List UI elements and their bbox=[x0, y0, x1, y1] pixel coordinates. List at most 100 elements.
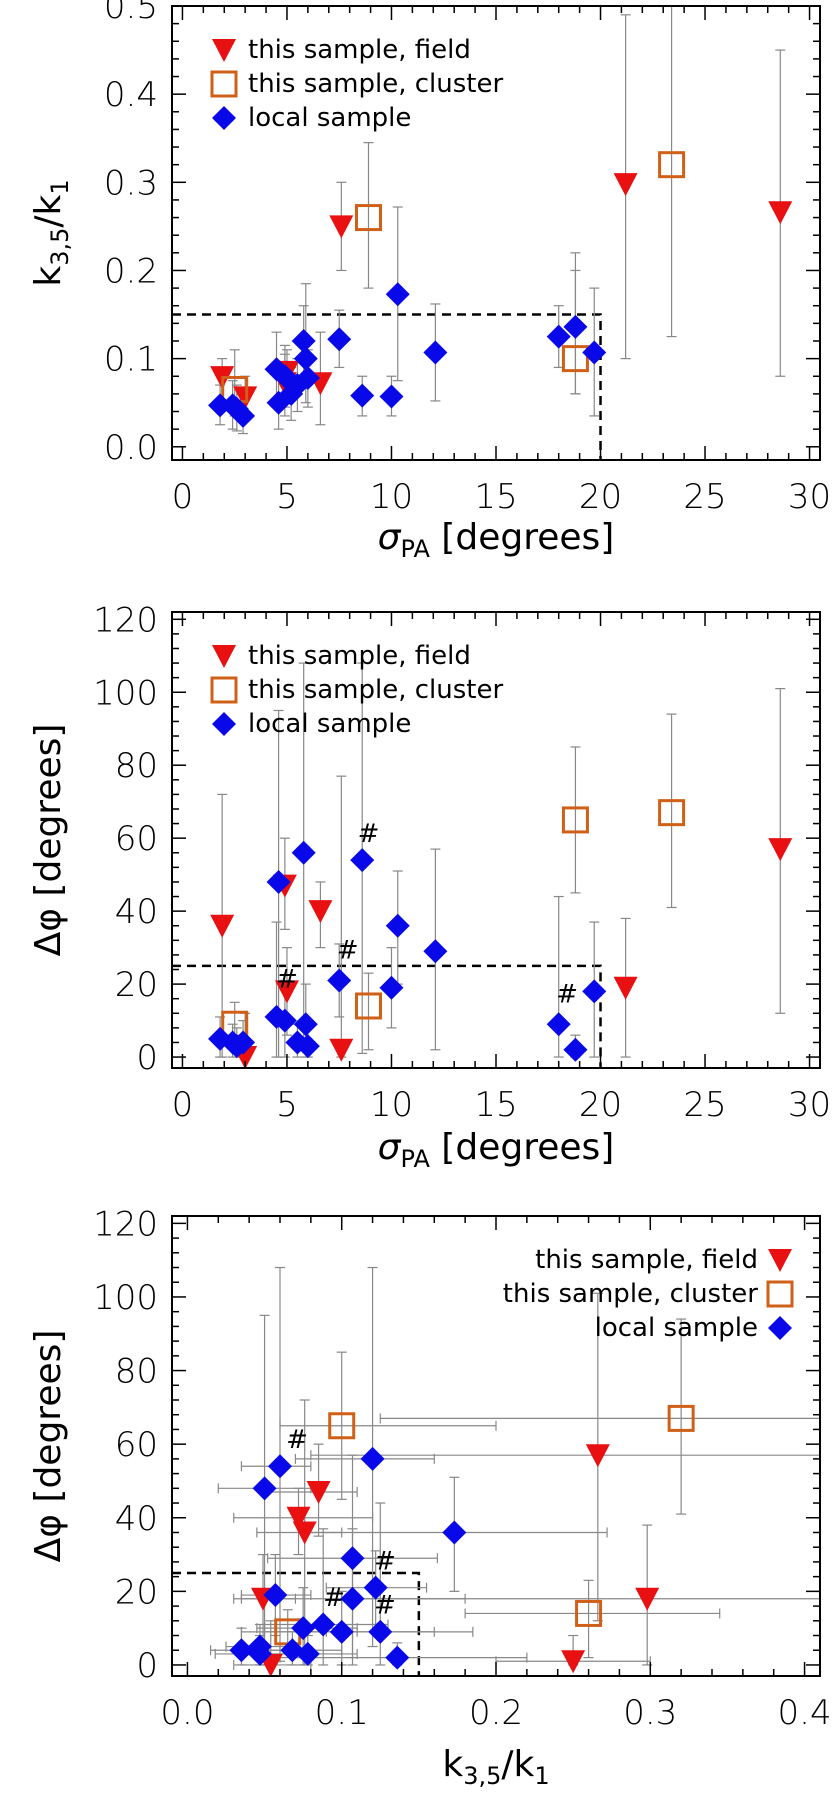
hash-annotation: # bbox=[286, 1425, 308, 1455]
field-point bbox=[329, 215, 354, 239]
local-point bbox=[295, 1034, 320, 1059]
local-point bbox=[340, 1546, 365, 1571]
y-tick-label: 60 bbox=[115, 1425, 158, 1465]
x-tick-label: 25 bbox=[683, 477, 726, 517]
local-point bbox=[291, 1616, 316, 1641]
field-point bbox=[561, 1650, 586, 1674]
legend-marker bbox=[212, 39, 236, 62]
local-point bbox=[231, 1030, 256, 1055]
y-tick-label: 20 bbox=[115, 1572, 158, 1612]
y-tick-label: 80 bbox=[115, 746, 158, 786]
local-point bbox=[423, 340, 448, 365]
local-point bbox=[350, 383, 375, 408]
y-tick-label: 0 bbox=[136, 1646, 158, 1686]
local-point bbox=[582, 340, 607, 365]
x-tick-label: 0.1 bbox=[315, 1693, 369, 1733]
legend-marker bbox=[768, 1316, 792, 1340]
local-point bbox=[340, 1586, 365, 1611]
field-point bbox=[292, 1521, 317, 1545]
hash-annotation: # bbox=[374, 1590, 396, 1620]
field-point bbox=[585, 1444, 610, 1468]
y-tick-label: 120 bbox=[93, 1204, 158, 1244]
legend-marker bbox=[210, 676, 238, 704]
local-point bbox=[295, 366, 320, 391]
local-point bbox=[252, 1476, 277, 1501]
field-point bbox=[768, 201, 793, 225]
selection-box bbox=[172, 964, 602, 1068]
cluster-point bbox=[658, 151, 686, 179]
hash-annotation: # bbox=[358, 819, 380, 849]
legend-label: this sample, field bbox=[535, 1245, 758, 1275]
x-tick-label: 10 bbox=[370, 1085, 413, 1125]
plot-area: #### bbox=[172, 662, 793, 1068]
y-axis-label: Δφ [degrees] bbox=[28, 724, 69, 957]
x-tick-label: 5 bbox=[276, 1085, 298, 1125]
local-point bbox=[327, 327, 352, 352]
x-tick-label: 5 bbox=[276, 477, 298, 517]
x-tick-label: 25 bbox=[683, 1085, 726, 1125]
local-point bbox=[423, 939, 448, 964]
hash-annotation: # bbox=[374, 1546, 396, 1576]
x-axis-label: σPA [degrees] bbox=[378, 517, 615, 563]
x-tick-label: 15 bbox=[474, 1085, 517, 1125]
cluster-point bbox=[354, 204, 382, 232]
local-point bbox=[231, 403, 256, 428]
local-point bbox=[295, 1641, 320, 1666]
x-tick-label: 30 bbox=[788, 477, 831, 517]
x-tick-label: 0.3 bbox=[623, 1693, 677, 1733]
legend-marker bbox=[768, 1249, 792, 1272]
cluster-point bbox=[561, 345, 589, 373]
local-point bbox=[311, 1612, 336, 1637]
y-tick-label: 60 bbox=[115, 819, 158, 859]
legend-label: this sample, cluster bbox=[503, 1279, 758, 1309]
field-point bbox=[286, 1506, 311, 1530]
local-point bbox=[327, 968, 352, 993]
local-point bbox=[266, 869, 291, 894]
plot-area: #### bbox=[172, 1266, 820, 1676]
legend-label: this sample, field bbox=[248, 35, 471, 65]
hash-annotation: # bbox=[337, 936, 359, 966]
y-tick-label: 0.3 bbox=[104, 163, 158, 203]
x-tick-label: 0.2 bbox=[469, 1693, 523, 1733]
field-point bbox=[306, 1481, 331, 1504]
y-tick-label: 20 bbox=[115, 965, 158, 1005]
field-point bbox=[274, 980, 299, 1004]
legend-label: local sample bbox=[248, 709, 411, 739]
cluster-point bbox=[328, 1412, 356, 1440]
y-tick-label: 40 bbox=[115, 1499, 158, 1539]
local-point bbox=[291, 840, 316, 865]
cluster-point bbox=[667, 1404, 695, 1432]
x-tick-label: 0.0 bbox=[160, 1693, 214, 1733]
legend-marker bbox=[212, 645, 236, 668]
local-point bbox=[229, 1638, 254, 1663]
local-point bbox=[563, 314, 588, 339]
local-point bbox=[291, 328, 316, 353]
local-point bbox=[293, 346, 318, 371]
cluster-point bbox=[575, 1599, 603, 1627]
local-point bbox=[385, 913, 410, 938]
legend-label: local sample bbox=[595, 1313, 758, 1343]
plot-area bbox=[172, 6, 793, 460]
legend-marker bbox=[766, 1280, 794, 1308]
field-point bbox=[308, 900, 333, 924]
y-axis-label: Δφ [degrees] bbox=[28, 1330, 69, 1563]
legend-label: this sample, cluster bbox=[248, 675, 503, 705]
local-point bbox=[360, 1446, 385, 1471]
x-tick-label: 0 bbox=[172, 477, 194, 517]
field-point bbox=[210, 914, 235, 938]
local-point bbox=[385, 1645, 410, 1670]
y-tick-label: 40 bbox=[115, 892, 158, 932]
y-tick-label: 100 bbox=[93, 673, 158, 713]
cluster-point bbox=[561, 806, 589, 834]
x-tick-label: 15 bbox=[474, 477, 517, 517]
legend-label: this sample, field bbox=[248, 641, 471, 671]
local-point bbox=[546, 1012, 571, 1037]
field-point bbox=[233, 386, 258, 410]
field-point bbox=[613, 173, 638, 197]
x-tick-label: 0 bbox=[172, 1085, 194, 1125]
y-tick-label: 80 bbox=[115, 1352, 158, 1392]
legend-marker bbox=[212, 712, 236, 736]
legend-label: local sample bbox=[248, 103, 411, 133]
